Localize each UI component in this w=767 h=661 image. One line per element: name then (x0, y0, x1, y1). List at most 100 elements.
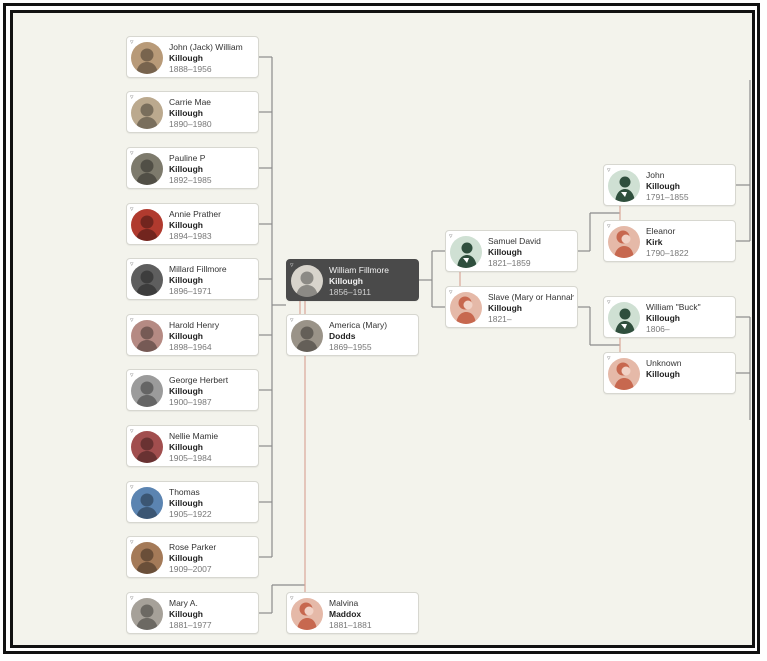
child-card[interactable]: ▿ George Herbert Killough 1900–1987 (126, 369, 259, 411)
grandparent-card[interactable]: ▿ Unknown Killough (603, 352, 736, 394)
mother-card[interactable]: ▿ Slave (Mary or Hannah) Killough 1821– (445, 286, 578, 328)
life-dates: 1821–1859 (488, 258, 531, 268)
given-name: Mary A. (169, 598, 198, 608)
person-photo (131, 97, 163, 129)
child-card[interactable]: ▿ Annie Prather Killough 1894–1983 (126, 203, 259, 245)
surname: Killough (169, 220, 203, 230)
given-name: William Fillmore (329, 265, 389, 275)
hint-leaf-icon[interactable]: ▿ (607, 355, 611, 362)
given-name: Nellie Mamie (169, 431, 219, 441)
hint-leaf-icon[interactable]: ▿ (130, 428, 134, 435)
person-photo (291, 265, 323, 297)
life-dates: 1890–1980 (169, 119, 212, 129)
hint-leaf-icon[interactable]: ▿ (130, 39, 134, 46)
surname: Killough (169, 331, 203, 341)
hint-leaf-icon[interactable]: ▿ (607, 223, 611, 230)
hint-leaf-icon[interactable]: ▿ (130, 317, 134, 324)
surname: Killough (329, 276, 363, 286)
surname: Killough (488, 303, 522, 313)
child-card[interactable]: ▿ Mary A. Killough 1881–1977 (126, 592, 259, 634)
person-photo (291, 320, 323, 352)
life-dates: 1869–1955 (329, 342, 372, 352)
given-name: Malvina (329, 598, 359, 608)
person-photo (608, 302, 640, 334)
person-photo (608, 170, 640, 202)
life-dates: 1909–2007 (169, 564, 212, 574)
given-name: America (Mary) (329, 320, 388, 330)
surname: Killough (169, 553, 203, 563)
hint-leaf-icon[interactable]: ▿ (290, 595, 294, 602)
tree-viewport[interactable]: ▿ John (Jack) William Killough 1888–1956… (10, 10, 755, 648)
surname: Killough (169, 498, 203, 508)
given-name: John (Jack) William (169, 42, 243, 52)
grandparent-card[interactable]: ▿ John Killough 1791–1855 (603, 164, 736, 206)
given-name: Annie Prather (169, 209, 221, 219)
child-card[interactable]: ▿ Rose Parker Killough 1909–2007 (126, 536, 259, 578)
given-name: Carrie Mae (169, 97, 212, 107)
child-card[interactable]: ▿ John (Jack) William Killough 1888–1956 (126, 36, 259, 78)
person-photo (291, 598, 323, 630)
hint-leaf-icon[interactable]: ▿ (130, 539, 134, 546)
hint-leaf-icon[interactable]: ▿ (449, 289, 453, 296)
hint-leaf-icon[interactable]: ▿ (130, 484, 134, 491)
outer-frame (3, 3, 760, 654)
life-dates: 1905–1984 (169, 453, 212, 463)
hint-leaf-icon[interactable]: ▿ (607, 299, 611, 306)
life-dates: 1896–1971 (169, 286, 212, 296)
child-card[interactable]: ▿ Carrie Mae Killough 1890–1980 (126, 91, 259, 133)
life-dates: 1894–1983 (169, 231, 212, 241)
child-card[interactable]: ▿ Pauline P Killough 1892–1985 (126, 147, 259, 189)
life-dates: 1881–1881 (329, 620, 372, 630)
life-dates: 1898–1964 (169, 342, 212, 352)
life-dates: 1881–1977 (169, 620, 212, 630)
given-name: William "Buck" (646, 302, 701, 312)
given-name: Unknown (646, 358, 682, 368)
surname: Kirk (646, 237, 663, 247)
person-photo (131, 320, 163, 352)
person-photo (131, 598, 163, 630)
focus-person-card[interactable]: ▿ William Fillmore Killough 1856–1911 (286, 259, 419, 301)
grandparent-card[interactable]: ▿ Eleanor Kirk 1790–1822 (603, 220, 736, 262)
grandparent-card[interactable]: ▿ William "Buck" Killough 1806– (603, 296, 736, 338)
hint-leaf-icon[interactable]: ▿ (290, 317, 294, 324)
hint-leaf-icon[interactable]: ▿ (130, 261, 134, 268)
life-dates: 1892–1985 (169, 175, 212, 185)
life-dates: 1806– (646, 324, 670, 334)
hint-leaf-icon[interactable]: ▿ (130, 150, 134, 157)
father-card[interactable]: ▿ Samuel David Killough 1821–1859 (445, 230, 578, 272)
surname: Killough (169, 442, 203, 452)
child-card[interactable]: ▿ Millard Fillmore Killough 1896–1971 (126, 258, 259, 300)
surname: Maddox (329, 609, 362, 619)
hint-leaf-icon[interactable]: ▿ (449, 233, 453, 240)
person-photo (131, 153, 163, 185)
hint-leaf-icon[interactable]: ▿ (130, 595, 134, 602)
person-photo (608, 358, 640, 390)
child-card[interactable]: ▿ Nellie Mamie Killough 1905–1984 (126, 425, 259, 467)
person-photo (131, 209, 163, 241)
hint-leaf-icon[interactable]: ▿ (290, 262, 294, 269)
life-dates: 1900–1987 (169, 397, 212, 407)
surname: Killough (169, 275, 203, 285)
given-name: Pauline P (169, 153, 206, 163)
surname: Killough (169, 386, 203, 396)
spouse-card[interactable]: ▿ Malvina Maddox 1881–1881 (286, 592, 419, 634)
tree-canvas: ▿ John (Jack) William Killough 1888–1956… (13, 13, 752, 645)
spouse-card[interactable]: ▿ America (Mary) Dodds 1869–1955 (286, 314, 419, 356)
given-name: George Herbert (169, 375, 229, 385)
person-photo (608, 226, 640, 258)
hint-leaf-icon[interactable]: ▿ (607, 167, 611, 174)
surname: Killough (488, 247, 522, 257)
given-name: Thomas (169, 487, 200, 497)
child-card[interactable]: ▿ Harold Henry Killough 1898–1964 (126, 314, 259, 356)
given-name: Samuel David (488, 236, 541, 246)
person-photo (131, 487, 163, 519)
child-card[interactable]: ▿ Thomas Killough 1905–1922 (126, 481, 259, 523)
given-name: Harold Henry (169, 320, 220, 330)
hint-leaf-icon[interactable]: ▿ (130, 372, 134, 379)
hint-leaf-icon[interactable]: ▿ (130, 206, 134, 213)
surname: Killough (169, 164, 203, 174)
life-dates: 1791–1855 (646, 192, 689, 202)
hint-leaf-icon[interactable]: ▿ (130, 94, 134, 101)
life-dates: 1790–1822 (646, 248, 689, 258)
person-photo (131, 375, 163, 407)
